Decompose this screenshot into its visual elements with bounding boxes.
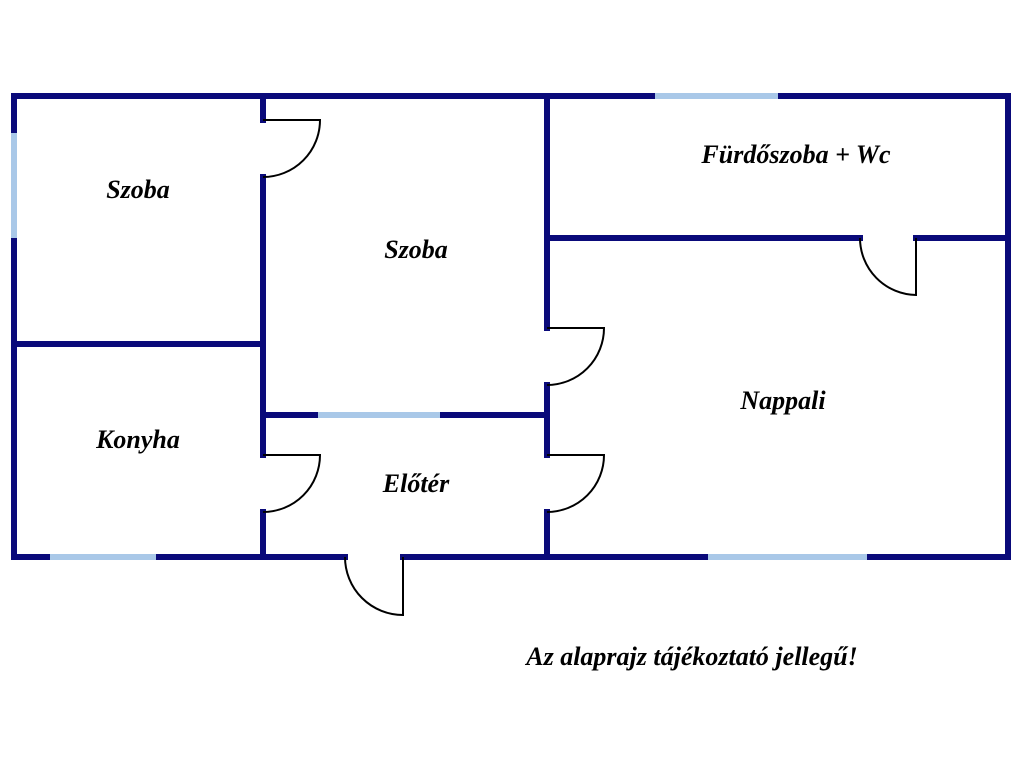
door-entrance <box>344 556 404 617</box>
door-szoba-middle <box>546 327 606 386</box>
label-nappali: Nappali <box>739 386 826 415</box>
disclaimer-note: Az alaprajz tájékoztató jellegű! <box>524 642 858 671</box>
label-konyha: Konyha <box>95 425 180 454</box>
label-szoba-left: Szoba <box>106 175 170 204</box>
windows <box>11 93 867 560</box>
door-konyha <box>262 454 322 513</box>
door-bathroom <box>859 237 917 297</box>
room-labels: Szoba Szoba Fürdőszoba + Wc Nappali Kony… <box>95 140 891 498</box>
label-eloter: Előtér <box>382 469 450 498</box>
doors <box>262 119 917 617</box>
door-szoba-left <box>262 119 322 178</box>
label-szoba-middle: Szoba <box>384 235 448 264</box>
label-bathroom: Fürdőszoba + Wc <box>700 140 891 169</box>
door-nappali <box>546 454 606 513</box>
